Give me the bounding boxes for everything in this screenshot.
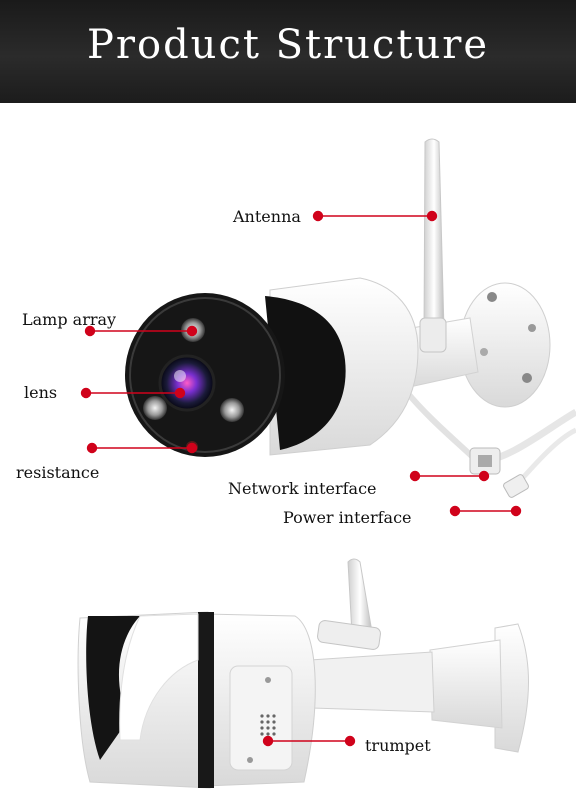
power-connector bbox=[503, 474, 529, 498]
label-lens: lens bbox=[24, 383, 58, 402]
callout-dot-antenna-end bbox=[426, 210, 438, 222]
label-power-interface: Power interface bbox=[283, 508, 412, 527]
callout-dot-lens-start bbox=[80, 387, 92, 399]
label-antenna: Antenna bbox=[233, 207, 301, 226]
camera-front-view bbox=[125, 138, 576, 498]
callout-dot-resistance-end bbox=[186, 442, 198, 454]
callout-dot-antenna-start bbox=[312, 210, 324, 222]
speaker-grille bbox=[260, 714, 276, 736]
callout-dot-lamp-end bbox=[186, 325, 198, 337]
callout-dot-trumpet-start bbox=[262, 735, 274, 747]
callout-dot-network-start bbox=[409, 470, 421, 482]
led-left bbox=[143, 396, 167, 420]
callout-dot-power-start bbox=[449, 505, 461, 517]
callout-dot-power-end bbox=[510, 505, 522, 517]
label-network-interface: Network interface bbox=[228, 479, 377, 498]
header-banner: Product Structure bbox=[0, 0, 576, 103]
callout-dot-trumpet-end bbox=[344, 735, 356, 747]
callout-dot-resistance-start bbox=[86, 442, 98, 454]
antenna bbox=[423, 138, 445, 333]
led-right bbox=[220, 398, 244, 422]
callout-dot-lamp-start bbox=[84, 325, 96, 337]
page-title: Product Structure bbox=[86, 22, 490, 68]
label-trumpet: trumpet bbox=[365, 736, 431, 755]
callout-dot-lens-end bbox=[174, 387, 186, 399]
wall-mount-side bbox=[494, 623, 529, 753]
camera-side-view bbox=[77, 558, 529, 789]
callout-dot-network-end bbox=[478, 470, 490, 482]
callouts bbox=[80, 210, 522, 747]
label-resistance: resistance bbox=[16, 463, 100, 482]
label-lamp-array: Lamp array bbox=[22, 310, 117, 329]
antenna-side bbox=[347, 558, 373, 635]
camera-lens bbox=[158, 354, 216, 412]
